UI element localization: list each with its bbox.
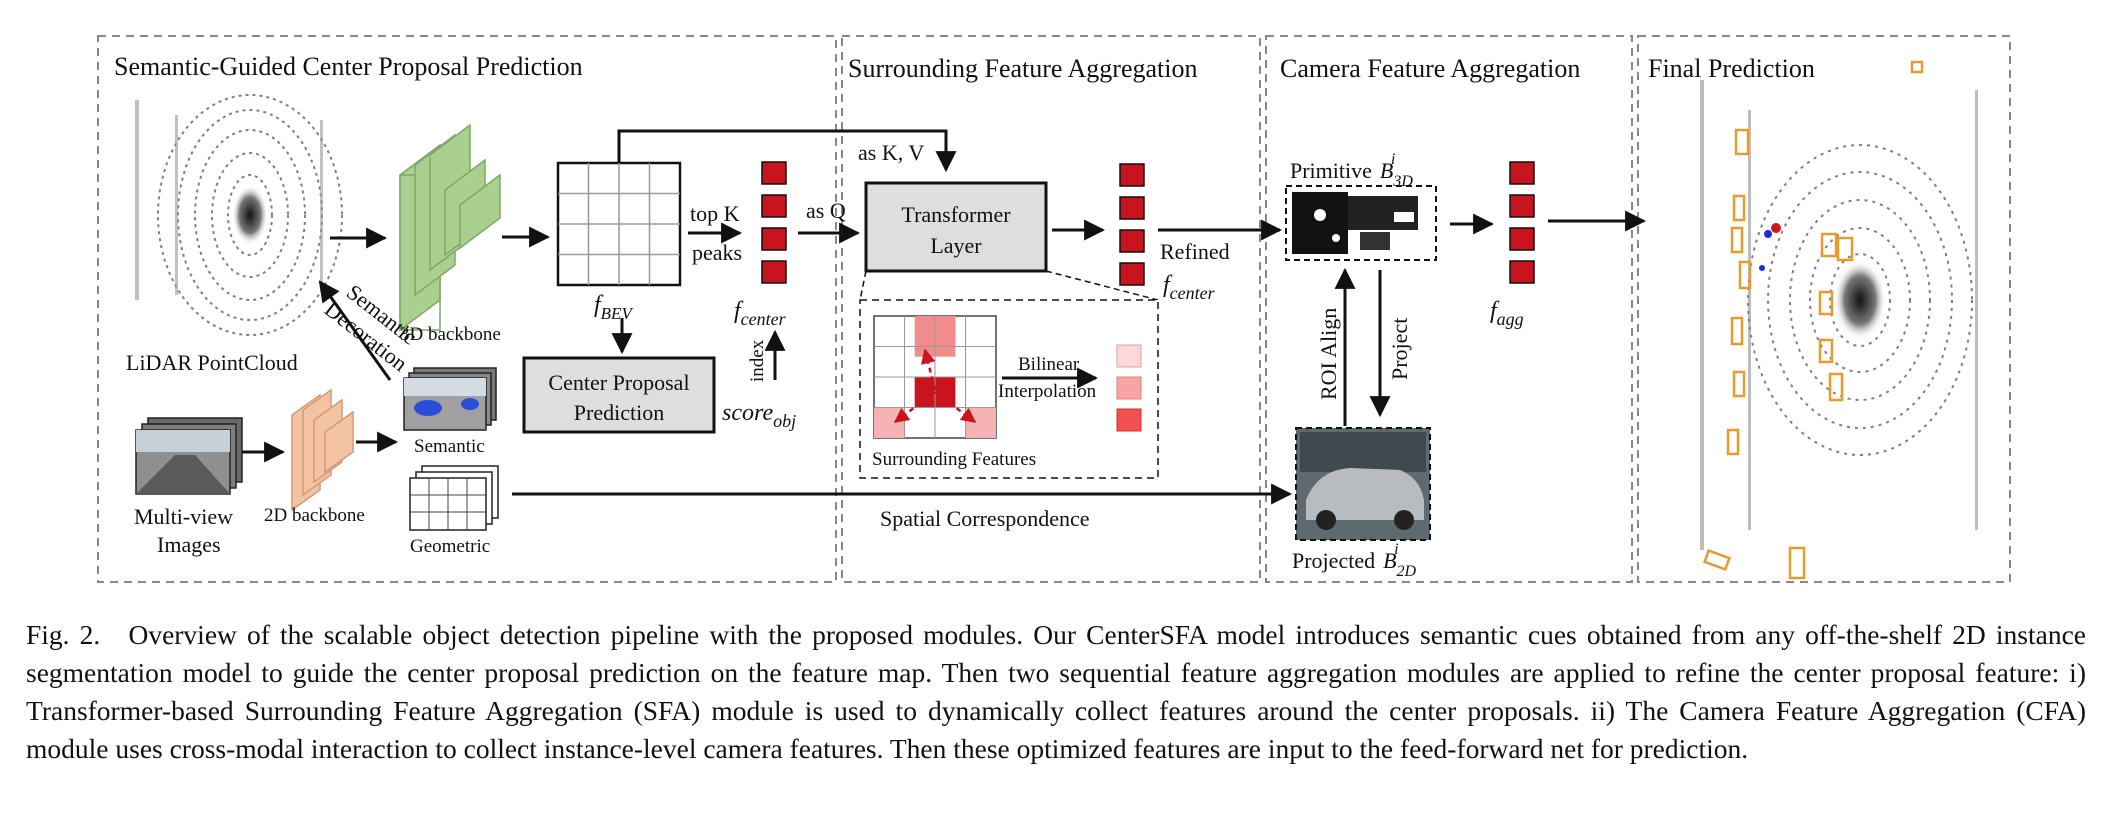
backbone-2d-label: 2D backbone [264, 505, 365, 526]
multiview-label-1: Multi-view [134, 504, 233, 529]
refined-label: Refined [1160, 239, 1230, 264]
caption-text: Overview of the scalable object detectio… [26, 619, 2087, 764]
pipeline-diagram: Semantic-Guided Center Proposal Predicti… [97, 35, 2011, 583]
bilinear-label-2: Interpolation [998, 381, 1097, 402]
arrow-as-kv [617, 129, 957, 173]
section-title-cfa: Camera Feature Aggregation [1280, 54, 1580, 83]
transformer-label-1: Transformer [901, 202, 1011, 227]
f-agg-label: fagg [1490, 298, 1524, 329]
figure-caption: Fig. 2. Overview of the scalable object … [26, 616, 2086, 768]
roi-align-label: ROI Align [1316, 308, 1341, 400]
f-center-features [761, 161, 787, 284]
project-label: Project [1387, 318, 1412, 380]
backbone-3d-label: 3D backbone [400, 324, 501, 345]
topk-label-2: peaks [692, 240, 742, 265]
backbone-2d-icon [291, 388, 354, 512]
section-frame-sfa [841, 35, 1261, 583]
final-prediction-pointcloud [1700, 60, 1978, 580]
interpolated-features [1116, 344, 1142, 432]
section-frame-final [1637, 35, 2011, 583]
section-title-center-proposal: Semantic-Guided Center Proposal Predicti… [114, 52, 583, 81]
geometric-label: Geometric [410, 536, 490, 557]
section-frame-center-proposal [97, 35, 837, 583]
section-title-final: Final Prediction [1648, 54, 1815, 83]
section-frame-cfa [1265, 35, 1633, 583]
spatial-correspondence-label: Spatial Correspondence [880, 506, 1090, 531]
zoom-line-left [859, 270, 867, 301]
transformer-label-2: Layer [930, 233, 982, 258]
geometric-grid-icon [409, 465, 499, 531]
cpp-label-1: Center Proposal [548, 370, 689, 395]
section-title-sfa: Surrounding Feature Aggregation [848, 54, 1198, 83]
cpp-label-2: Prediction [574, 400, 664, 425]
topk-label-1: top K [690, 201, 740, 226]
backbone-3d-icon [399, 123, 501, 332]
as-q-label: as Q [806, 198, 846, 223]
refined-center-features [1119, 163, 1145, 286]
center-proposal-prediction-box [522, 356, 716, 434]
bev-feature-grid [556, 161, 682, 287]
semantic-image-icon [403, 367, 497, 431]
multiview-images-icon [135, 417, 243, 495]
index-label: index [747, 339, 768, 382]
lidar-label: LiDAR PointCloud [126, 350, 298, 375]
caption-label: Fig. 2. [26, 619, 101, 650]
lidar-pointcloud-image [135, 94, 343, 336]
projected-2d-box-image [1295, 427, 1431, 541]
arrow-semantic-decoration [318, 280, 392, 381]
surrounding-grid [873, 315, 997, 439]
bilinear-label-1: Bilinear [1018, 354, 1080, 375]
primitive-3d-box-image [1285, 185, 1437, 261]
multiview-label-2: Images [157, 532, 221, 557]
semantic-label: Semantic [414, 436, 485, 457]
surrounding-features-label: Surrounding Features [872, 449, 1036, 470]
f-bev-label: fBEV [594, 292, 634, 323]
refined-f-center-label: fcenter [1163, 272, 1216, 303]
transformer-layer-box [864, 181, 1048, 273]
score-obj-label: scoreobj [722, 400, 796, 431]
f-center-label: fcenter [734, 298, 787, 329]
as-kv-label: as K, V [858, 140, 924, 165]
f-agg-features [1509, 161, 1535, 284]
